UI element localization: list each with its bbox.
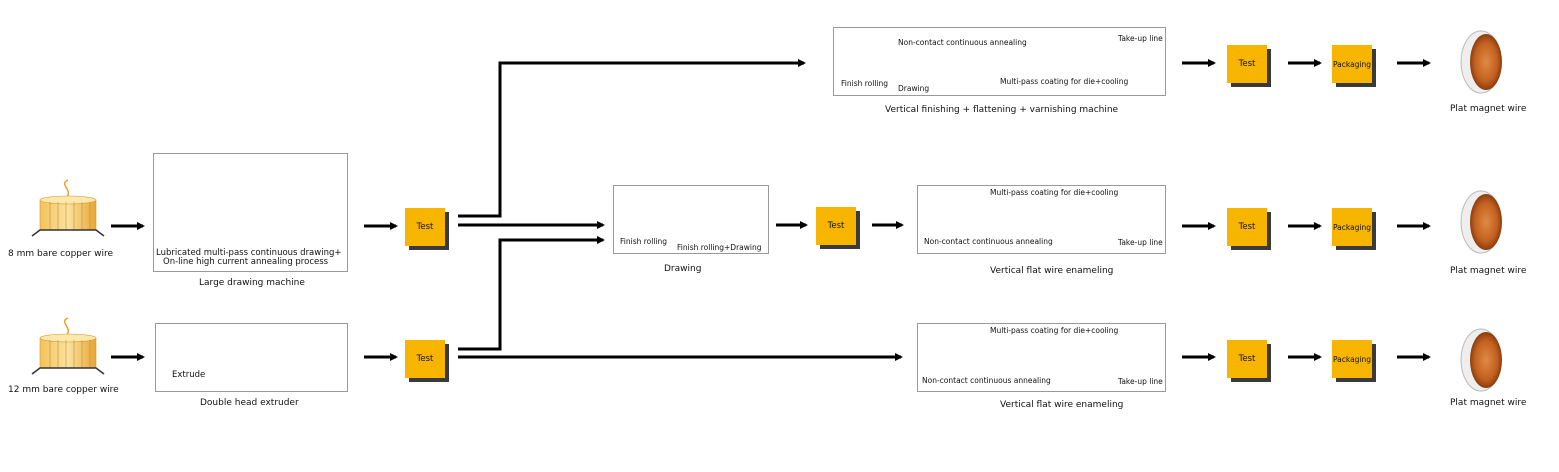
drawing-finish-rolling-drawing: Finish rolling+Drawing xyxy=(677,243,762,252)
arrow-test1-to-vertical-finishing xyxy=(458,59,806,218)
test-block-1: Test xyxy=(405,208,445,246)
test-block-4: Test xyxy=(1227,45,1267,83)
magnet-wire-coil-icon-2 xyxy=(1460,190,1502,254)
double-head-extruder-box xyxy=(155,323,348,392)
test-block-5: Test xyxy=(1227,208,1267,246)
em-bottom-caption: Vertical flat wire enameling xyxy=(1000,400,1124,410)
test-block-3: Test xyxy=(816,207,856,245)
flow-arrows xyxy=(111,59,1431,361)
large-drawing-process-line1: Lubricated multi-pass continuous drawing… xyxy=(156,248,342,258)
test-block-2: Test xyxy=(405,340,445,378)
packaging-block-1: Packaging xyxy=(1332,45,1372,83)
copper-spool-icon-8mm xyxy=(31,179,105,237)
vf-non-contact: Non-contact continuous annealing xyxy=(898,38,1027,47)
large-drawing-machine-box xyxy=(153,153,348,272)
product-label-1: Plat magnet wire xyxy=(1450,104,1527,114)
magnet-wire-coil-icon-3 xyxy=(1460,328,1502,392)
vf-caption: Vertical finishing + flattening + varnis… xyxy=(885,105,1119,115)
drawing-finish-rolling: Finish rolling xyxy=(620,237,668,246)
test-block-6: Test xyxy=(1227,340,1267,378)
em-mid-non-contact: Non-contact continuous annealing xyxy=(924,237,1053,246)
em-mid-take-up: Take-up line xyxy=(1118,238,1163,247)
vf-drawing: Drawing xyxy=(898,84,930,93)
em-bottom-take-up: Take-up line xyxy=(1118,377,1163,386)
large-drawing-caption: Large drawing machine xyxy=(199,278,305,288)
enameling-bottom-box xyxy=(917,323,1166,392)
copper-spool-icon-12mm xyxy=(31,317,105,375)
packaging-block-2: Packaging xyxy=(1332,208,1372,246)
em-bottom-coating: Multi-pass coating for die+cooling xyxy=(990,326,1119,335)
em-mid-coating: Multi-pass coating for die+cooling xyxy=(990,188,1119,197)
vf-finish-rolling: Finish rolling xyxy=(841,79,889,88)
drawing-caption: Drawing xyxy=(664,264,702,274)
enameling-mid-box xyxy=(917,185,1166,254)
vf-coating: Multi-pass coating for die+cooling xyxy=(1000,77,1129,86)
arrow-test2-to-drawing xyxy=(458,236,605,351)
product-label-2: Plat magnet wire xyxy=(1450,266,1527,276)
extrude-label: Extrude xyxy=(172,370,206,380)
large-drawing-process-line2: On-line high current annealing process xyxy=(163,257,329,267)
wire12-label: 12 mm bare copper wire xyxy=(8,385,119,395)
magnet-wire-coil-icon-1 xyxy=(1460,30,1502,94)
extruder-caption: Double head extruder xyxy=(200,398,299,408)
em-mid-caption: Vertical flat wire enameling xyxy=(990,266,1114,276)
product-label-3: Plat magnet wire xyxy=(1450,398,1527,408)
drawing-machine-box xyxy=(613,185,769,254)
vf-take-up: Take-up line xyxy=(1118,34,1163,43)
em-bottom-non-contact: Non-contact continuous annealing xyxy=(922,376,1051,385)
packaging-block-3: Packaging xyxy=(1332,340,1372,378)
wire8-label: 8 mm bare copper wire xyxy=(8,249,113,259)
vertical-finishing-machine-box xyxy=(833,27,1166,96)
